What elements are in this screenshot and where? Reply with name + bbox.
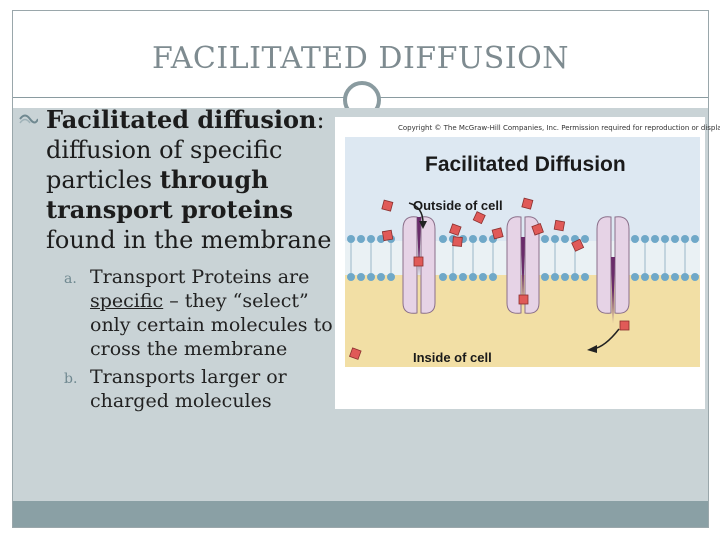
particles [349, 197, 630, 360]
sub-item-a-suffix: – they “select” only certain molecules t… [90, 290, 333, 360]
definition-part1: : diffusion of specific particles [46, 106, 325, 194]
outside-of-cell-label: Outside of cell [413, 198, 503, 213]
sub-item-a-underlined: specific [90, 290, 164, 312]
slide-title: FACILITATED DIFFUSION [152, 41, 569, 76]
footer-bar [13, 501, 708, 527]
title-area: FACILITATED DIFFUSION [13, 11, 708, 119]
sub-marker-a: a. [64, 271, 77, 287]
facilitated-diffusion-figure: Copyright © The McGraw-Hill Companies, I… [335, 117, 720, 409]
main-bullet: Facilitated diffusion: diffusion of spec… [16, 105, 338, 255]
figure-copyright: Copyright © The McGraw-Hill Companies, I… [398, 124, 720, 132]
text-block: Facilitated diffusion: diffusion of spec… [16, 105, 338, 417]
sub-item-a-prefix: Transport Proteins are [90, 266, 310, 288]
inside-of-cell-label: Inside of cell [413, 350, 492, 365]
transport-protein-2 [506, 216, 540, 314]
transport-protein-1 [402, 216, 436, 314]
figure-title: Facilitated Diffusion [425, 153, 626, 176]
definition-emphasis: through transport proteins [46, 165, 293, 224]
bullet-icon [19, 114, 38, 124]
sub-item-b-text: Transports larger or charged molecules [90, 366, 287, 412]
sub-item-b: b. Transports larger or charged molecule… [64, 365, 338, 413]
definition-part2: found in the membrane [46, 226, 332, 254]
term-facilitated-diffusion: Facilitated diffusion [46, 105, 317, 134]
transport-protein-3 [596, 216, 630, 323]
membrane-diagram [345, 137, 700, 367]
sub-item-a: a. Transport Proteins are specific – the… [64, 265, 338, 361]
sub-marker-b: b. [64, 371, 78, 387]
sub-list: a. Transport Proteins are specific – the… [16, 265, 338, 413]
arrow-heads [419, 221, 597, 353]
